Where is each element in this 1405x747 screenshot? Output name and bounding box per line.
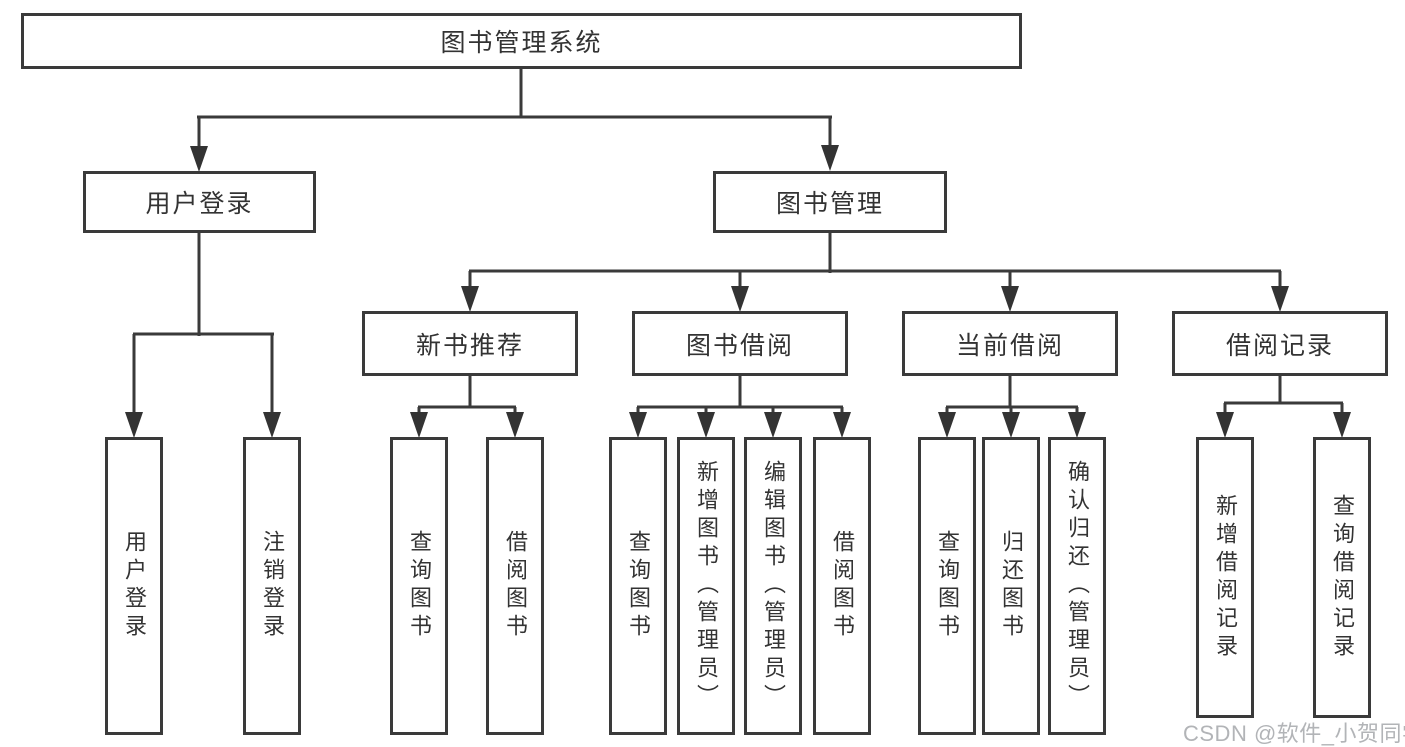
arrow-down-icon [833,412,851,438]
leaf-edit-book-admin: 编辑图书（管理员） [744,437,802,735]
arrow-down-icon [731,286,749,312]
arrow-down-icon [938,412,956,438]
leaf-user-login: 用户登录 [105,437,163,735]
csdn-watermark: CSDN @软件_小贺同学 [1183,721,1405,746]
leaf-borrow-book-2: 借阅图书 [813,437,871,735]
arrow-down-icon [1001,286,1019,312]
leaf-borrow-book-1: 借阅图书 [486,437,544,735]
arrow-down-icon [1216,412,1234,438]
leaf-logout: 注销登录 [243,437,301,735]
node-borrow-records: 借阅记录 [1172,311,1388,376]
leaf-query-book-2: 查询图书 [609,437,667,735]
arrow-down-icon [1002,412,1020,438]
node-user-login: 用户登录 [83,171,316,233]
node-book-management: 图书管理 [713,171,947,233]
leaf-add-borrow-record: 新增借阅记录 [1196,437,1254,718]
arrow-down-icon [263,412,281,438]
arrow-down-icon [821,145,839,171]
arrow-down-icon [697,412,715,438]
arrow-down-icon [190,146,208,172]
node-book-borrow: 图书借阅 [632,311,848,376]
leaf-query-borrow-record: 查询借阅记录 [1313,437,1371,718]
leaf-return-book: 归还图书 [982,437,1040,735]
arrow-down-icon [410,412,428,438]
leaf-add-book-admin: 新增图书（管理员） [677,437,735,735]
leaf-query-book-1: 查询图书 [390,437,448,735]
arrow-down-icon [506,412,524,438]
arrow-down-icon [1271,286,1289,312]
node-current-borrow: 当前借阅 [902,311,1118,376]
arrow-down-icon [125,412,143,438]
arrow-down-icon [461,286,479,312]
arrow-down-icon [764,412,782,438]
arrow-down-icon [1333,412,1351,438]
node-root: 图书管理系统 [21,13,1022,69]
node-new-book-recommend: 新书推荐 [362,311,578,376]
arrow-down-icon [1068,412,1086,438]
leaf-confirm-return-admin: 确认归还（管理员） [1048,437,1106,735]
leaf-query-book-3: 查询图书 [918,437,976,735]
arrow-down-icon [629,412,647,438]
